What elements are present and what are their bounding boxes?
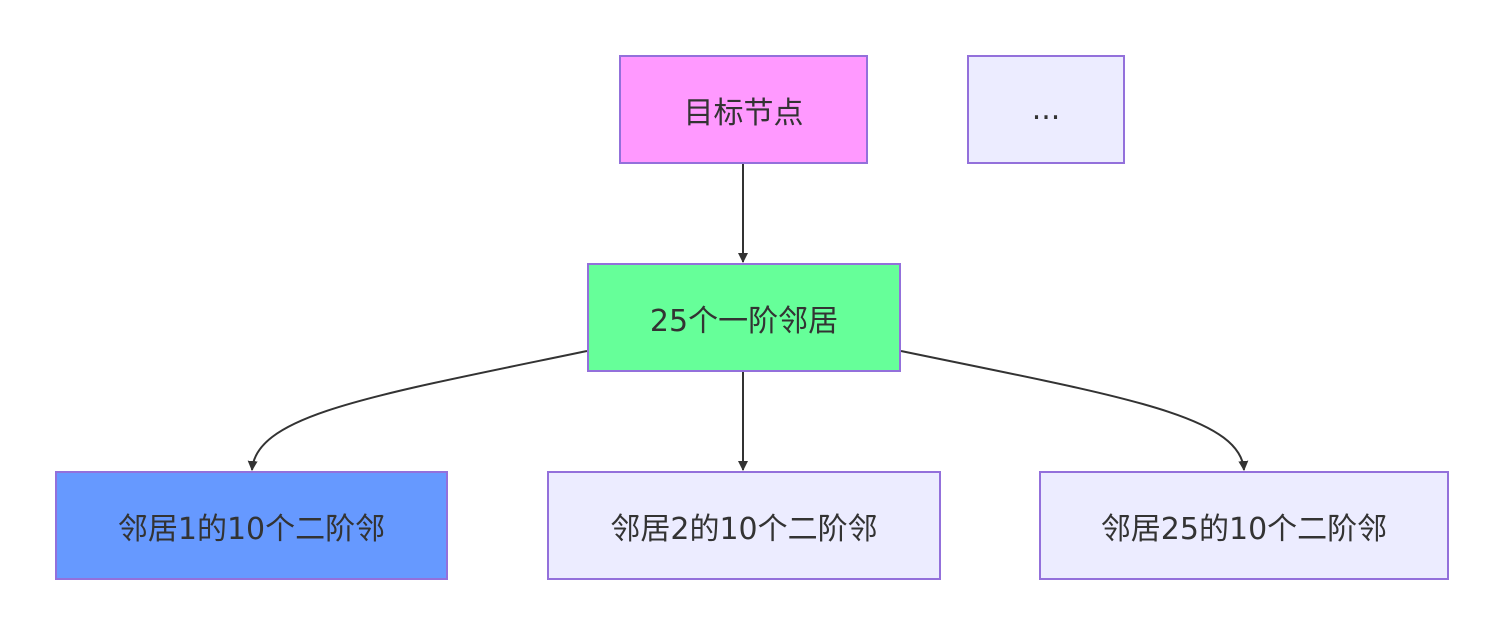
node-neighbor-2-label: 邻居2的10个二阶邻 (610, 511, 878, 547)
node-neighbor-1: 邻居1的10个二阶邻 (55, 471, 448, 580)
node-target: 目标节点 (619, 55, 868, 164)
node-more-label: ... (1031, 92, 1061, 127)
node-first-order-label: 25个一阶邻居 (649, 303, 839, 339)
node-neighbor-25-label: 邻居25的10个二阶邻 (1100, 511, 1388, 547)
node-neighbor-1-label: 邻居1的10个二阶邻 (117, 511, 386, 547)
node-neighbor-2: 邻居2的10个二阶邻 (547, 471, 941, 580)
node-target-label: 目标节点 (683, 95, 804, 131)
edge-first-order-to-neighbor-25 (900, 350, 1249, 471)
node-first-order-neighbors: 25个一阶邻居 (587, 263, 901, 372)
node-neighbor-25: 邻居25的10个二阶邻 (1039, 471, 1449, 580)
edge-first-order-to-neighbor-1 (247, 350, 588, 471)
node-more: ... (967, 55, 1125, 164)
